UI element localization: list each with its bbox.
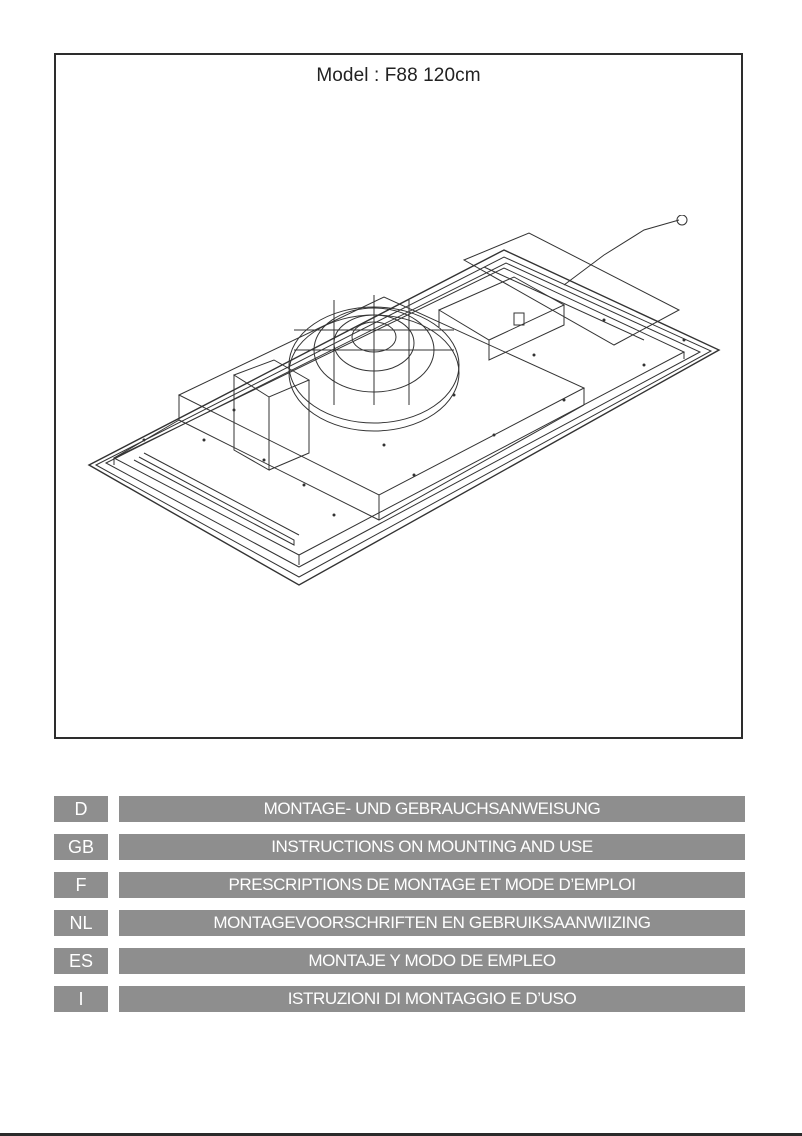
language-row-d: D MONTAGE- UND GEBRAUCHSANWEISUNG xyxy=(54,796,745,822)
range-hood-illustration xyxy=(87,215,721,586)
language-title: PRESCRIPTIONS DE MONTAGE ET MODE D’EMPLO… xyxy=(119,872,745,898)
language-row-i: I ISTRUZIONI DI MONTAGGIO E D’USO xyxy=(54,986,745,1012)
language-row-gb: GB INSTRUCTIONS ON MOUNTING AND USE xyxy=(54,834,745,860)
language-code: ES xyxy=(54,948,108,974)
cover-frame: Model : F88 120cm xyxy=(54,53,743,739)
language-code: GB xyxy=(54,834,108,860)
language-title: ISTRUZIONI DI MONTAGGIO E D’USO xyxy=(119,986,745,1012)
language-title: INSTRUCTIONS ON MOUNTING AND USE xyxy=(119,834,745,860)
language-row-nl: NL MONTAGEVOORSCHRIFTEN EN GEBRUIKSAANWI… xyxy=(54,910,745,936)
model-label: Model : F88 120cm xyxy=(316,65,481,86)
language-row-f: F PRESCRIPTIONS DE MONTAGE ET MODE D’EMP… xyxy=(54,872,745,898)
language-code: D xyxy=(54,796,108,822)
language-title: MONTAJE Y MODO DE EMPLEO xyxy=(119,948,745,974)
language-title: MONTAGEVOORSCHRIFTEN EN GEBRUIKSAANWIIZI… xyxy=(119,910,745,936)
page-bottom-rule xyxy=(0,1133,802,1136)
language-code: NL xyxy=(54,910,108,936)
language-code: F xyxy=(54,872,108,898)
language-code: I xyxy=(54,986,108,1012)
language-row-es: ES MONTAJE Y MODO DE EMPLEO xyxy=(54,948,745,974)
language-title: MONTAGE- UND GEBRAUCHSANWEISUNG xyxy=(119,796,745,822)
